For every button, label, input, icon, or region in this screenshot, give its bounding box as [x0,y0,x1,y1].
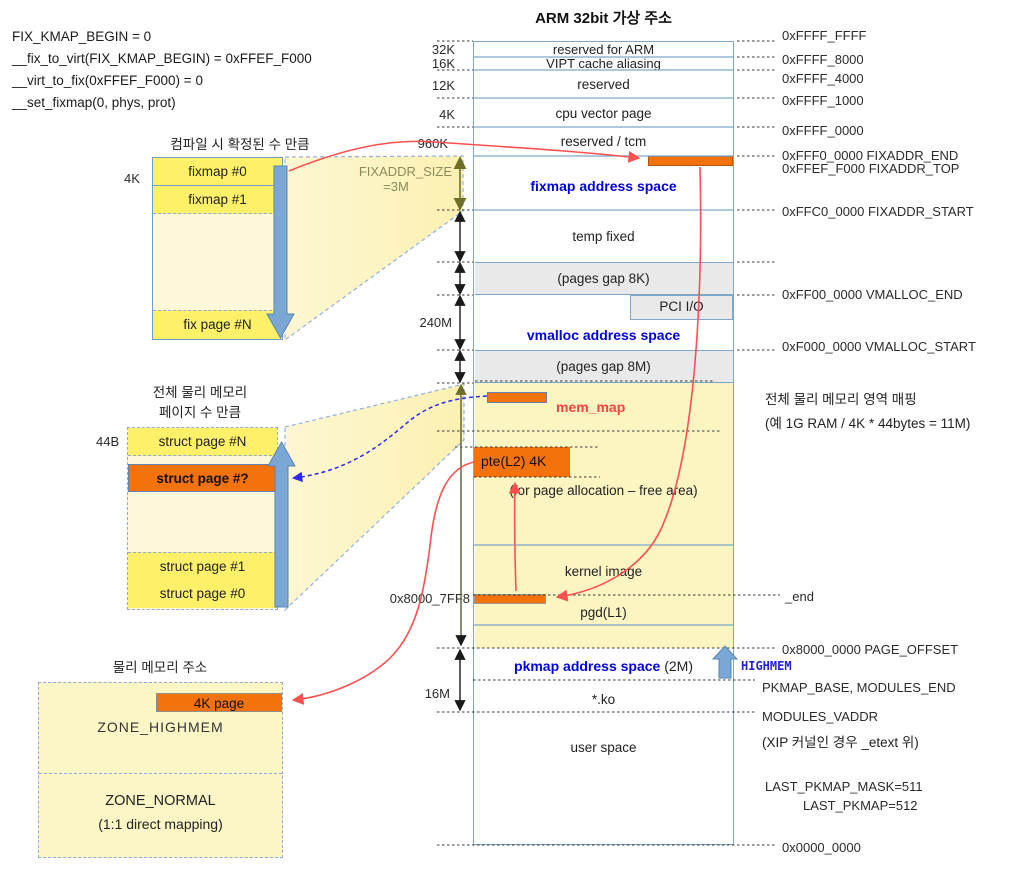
region-pages-gap-8m: (pages gap 8M) [556,359,651,374]
region-cpu-vector: cpu vector page [555,106,652,121]
region-pkmap-space: pkmap address space (2M) [474,658,733,676]
region-vmalloc-space: vmalloc address space [526,327,681,343]
code-note-line: FIX_KMAP_BEGIN = 0 [12,29,152,44]
addr-zero: 0x0000_0000 [782,840,861,855]
zone-normal-label: ZONE_NORMAL [105,793,216,809]
addr-page-offset: 0x8000_0000 PAGE_OFFSET [782,642,959,657]
region-reserved-tcm: reserved / tcm [560,134,647,149]
size-12k: 12K [431,78,455,93]
addr-ffff-0000: 0xFFFF_0000 [782,123,864,138]
structpage-title-line2: 페이지 수 만큼 [158,405,242,420]
addr-ffff-1000: 0xFFFF_1000 [782,93,864,108]
struct-page-1-row: struct page #1 [128,552,277,581]
struct-page-q-row: struct page #? [128,464,277,492]
region-user-space: user space [570,740,637,755]
structpage-zoom-cone [284,383,465,612]
pgd-entry-bar [474,594,546,604]
physmem-box: ZONE_HIGHMEM ZONE_NORMAL (1:1 direct map… [38,682,283,858]
size-16k: 16K [431,56,455,71]
last-pkmap-mask: LAST_PKMAP_MASK=511 [765,779,923,794]
fixaddr-size-line2: =3M [383,179,409,194]
fixmap-row-1: fixmap #1 [153,186,282,214]
pkmap-space-label: pkmap address space [514,658,661,674]
structpage-size-44b: 44B [96,434,120,449]
addr-pkmap-base: PKMAP_BASE, MODULES_END [762,680,956,695]
fixmap-row-n: fix page #N [153,310,282,339]
fixmap-box: fixmap #0 fixmap #1 fix page #N [152,157,283,340]
region-free-area: (for page allocation – free area) [509,483,698,498]
memmap-note: 전체 물리 메모리 영역 매핑 (예 1G RAM / 4K * 44bytes… [765,388,970,436]
region-modules-ko: *.ko [591,692,616,707]
size-16m: 16M [424,686,450,701]
region-vipt: VIPT cache aliasing [546,56,661,71]
size-32k: 32K [431,42,455,57]
region-pgd: pgd(L1) [580,605,627,620]
structpage-box: struct page #N struct page #? struct pag… [127,427,278,610]
addr-8000-7ff8: 0x8000_7FF8 [389,591,470,606]
region-reserved: reserved [577,77,630,92]
addr-ffff-8000: 0xFFFF_8000 [782,52,864,67]
memmap-note-line1: 전체 물리 메모리 영역 매핑 [765,392,917,407]
pte-box: pte(L2) 4K [474,447,570,477]
addr-fixaddr-start: 0xFFC0_0000 FIXADDR_START [782,204,974,219]
addr-fixaddr-top: 0xFFEF_F000 FIXADDR_TOP [782,161,960,176]
zone-highmem-label: ZONE_HIGHMEM [97,719,224,735]
fixmap-size-4k: 4K [124,171,140,186]
code-note-line: __fix_to_virt(FIX_KMAP_BEGIN) = 0xFFEF_F… [12,51,312,66]
region-pages-gap-8k: (pages gap 8K) [557,271,650,286]
fixaddr-size-label: FIXADDR_SIZE =3M [340,164,452,194]
structpage-box-title: 전체 물리 메모리 페이지 수 만큼 [110,383,290,423]
addr-vmalloc-end: 0xFF00_0000 VMALLOC_END [782,287,963,302]
fixmap-slot-bar [648,156,733,166]
physmem-title: 물리 메모리 주소 [112,660,208,675]
addr-end: _end [785,589,814,604]
structpage-title-line1: 전체 물리 메모리 [152,385,248,400]
zone-normal-sublabel: (1:1 direct mapping) [98,816,223,832]
region-fixmap-space: fixmap address space [530,178,677,194]
xip-note: (XIP 커널인 경우 _etext 위) [762,735,919,750]
code-note-line: __virt_to_fix(0xFFEF_F000) = 0 [12,73,203,88]
highmem-label: HIGHMEM [741,659,792,673]
struct-page-0-row: struct page #0 [128,580,277,608]
fixaddr-size-line1: FIXADDR_SIZE [358,164,452,179]
page-title: ARM 32bit 가상 주소 [535,10,672,27]
mem-map-bar [487,392,547,403]
region-temp-fixed: temp fixed [572,229,635,244]
4k-page-box: 4K page [156,693,282,712]
fixmap-code-notes: FIX_KMAP_BEGIN = 0 __fix_to_virt(FIX_KMA… [12,26,312,114]
code-note-line: __set_fixmap(0, phys, prot) [12,95,176,110]
fixmap-box-title: 컴파일 시 확정된 수 만큼 [170,137,310,152]
size-240m: 240M [419,315,452,330]
pte-box-label: pte(L2) 4K [481,453,547,469]
region-reserved-arm: reserved for ARM [552,42,655,57]
region-kernel-image: kernel image [564,564,643,579]
pkmap-size-label: (2M) [660,658,693,674]
addr-fixaddr-end: 0xFFF0_0000 FIXADDR_END [782,148,959,163]
size-4k: 4K [439,107,455,122]
fixmap-row-0: fixmap #0 [153,158,282,186]
struct-page-n-row: struct page #N [128,428,277,456]
zone-divider [39,773,282,774]
memmap-note-line2: (예 1G RAM / 4K * 44bytes = 11M) [765,416,971,431]
region-pci-io: PCI I/O [659,299,704,314]
last-pkmap: LAST_PKMAP=512 [803,798,918,813]
mem-map-label: mem_map [556,399,626,415]
addr-vmalloc-start: 0xF000_0000 VMALLOC_START [782,339,976,354]
addr-modules-vaddr: MODULES_VADDR [762,709,879,724]
addr-ffff-4000: 0xFFFF_4000 [782,71,864,86]
addr-ffff-ffff: 0xFFFF_FFFF [782,28,867,43]
size-960k: 960K [417,136,448,151]
